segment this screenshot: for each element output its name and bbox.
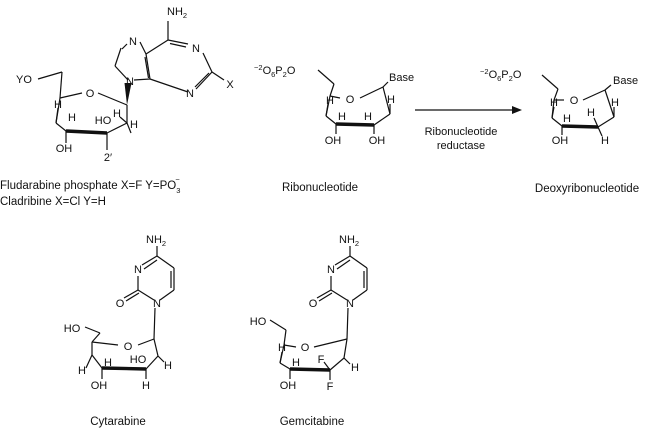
deoxyribonucleotide-caption: Deoxyribonucleotide xyxy=(535,183,639,195)
ribonucleotide-h-label: H xyxy=(364,111,372,123)
fludarabine-h-label: H xyxy=(130,119,138,131)
cytarabine-oh-label: OH xyxy=(91,380,108,392)
ribonucleotide-base-label: Base xyxy=(389,72,414,84)
cytarabine-caption: Cytarabine xyxy=(90,416,146,428)
deoxyribonucleotide-ring-oxygen: O xyxy=(570,95,579,107)
fludarabine-two-prime-label: 2′ xyxy=(104,152,112,164)
cytarabine-ring-oxygen: O xyxy=(124,341,133,353)
gemcitabine-caption: Gemcitabine xyxy=(280,416,345,428)
deoxyribonucleotide-h-label: H xyxy=(550,97,558,109)
ribonucleotide-h-label: H xyxy=(338,111,346,123)
cytarabine-amino-label: NH2 xyxy=(146,234,166,248)
fludarabine-h-label: H xyxy=(113,108,121,120)
ribonucleotide-caption: Ribonucleotide xyxy=(282,182,358,194)
gemcitabine-ho-label: HO xyxy=(250,316,267,328)
fludarabine-ring-oxygen: O xyxy=(86,88,95,100)
cytarabine-h-label: H xyxy=(78,365,86,377)
ribonucleotide-h-label: H xyxy=(326,95,334,107)
cytarabine-ho-label: HO xyxy=(130,354,147,366)
fludarabine-structure: YO O H H H H HO OH 2′ N N N N X NH2 xyxy=(16,6,234,164)
fludarabine-oh-label: OH xyxy=(56,143,73,155)
ribonucleotide-h-label: H xyxy=(387,94,395,106)
fludarabine-n9-label: N xyxy=(126,76,134,88)
deoxyribonucleotide-h-label: H xyxy=(601,135,609,147)
fludarabine-h-label: H xyxy=(68,112,76,124)
deoxyribonucleotide-phosphate-label: −2O6P2O xyxy=(480,67,522,83)
cladribine-caption: Cladribine X=Cl Y=H xyxy=(0,196,106,208)
ribonucleotide-oh-label: OH xyxy=(369,135,386,147)
deoxyribonucleotide-structure: −2O6P2O O Base H H H H H OH xyxy=(480,67,638,147)
gemcitabine-h-label: H xyxy=(292,357,300,369)
gemcitabine-ring-oxygen: O xyxy=(301,342,310,354)
fludarabine-x-label: X xyxy=(226,79,234,91)
cytarabine-carbonyl-oxygen: O xyxy=(116,298,125,310)
fludarabine-h-label: H xyxy=(54,99,62,111)
fludarabine-yo-label: YO xyxy=(16,74,32,86)
gemcitabine-n1-label: N xyxy=(346,298,354,310)
gemcitabine-amino-label: NH2 xyxy=(339,234,359,248)
gemcitabine-f-label: F xyxy=(327,381,334,393)
ribonucleotide-ring-oxygen: O xyxy=(346,94,355,106)
cytarabine-h-label: H xyxy=(104,357,112,369)
reaction-label-line1: Ribonucleotide xyxy=(425,126,498,138)
deoxyribonucleotide-h-label: H xyxy=(563,113,571,125)
reaction-arrow: Ribonucleotide reductase xyxy=(415,106,522,152)
fludarabine-n1-label: N xyxy=(192,43,200,55)
ribonucleotide-phosphate-label: −2O6P2O xyxy=(254,63,296,79)
fludarabine-ho-label: HO xyxy=(95,115,112,127)
gemcitabine-carbonyl-oxygen: O xyxy=(309,298,318,310)
ribonucleotide-oh-label: OH xyxy=(325,135,342,147)
gemcitabine-h-label: H xyxy=(351,362,359,374)
ribonucleotide-structure: −2O6P2O O Base H H H H OH OH xyxy=(254,63,414,147)
fludarabine-n3-label: N xyxy=(186,88,194,100)
cytarabine-n1-label: N xyxy=(153,298,161,310)
gemcitabine-f-label: F xyxy=(318,354,325,366)
fludarabine-n7-label: N xyxy=(129,36,137,48)
deoxyribonucleotide-oh-label: OH xyxy=(552,135,569,147)
gemcitabine-n3-label: N xyxy=(327,264,335,276)
deoxyribonucleotide-h-label: H xyxy=(587,107,595,119)
gemcitabine-structure: NH2 N N O HO O H H H F F OH xyxy=(250,234,368,393)
gemcitabine-oh-label: OH xyxy=(280,380,297,392)
cytarabine-h-label: H xyxy=(164,360,172,372)
reaction-label-line2: reductase xyxy=(437,140,485,152)
gemcitabine-h-label: H xyxy=(278,342,286,354)
deoxyribonucleotide-h-label: H xyxy=(611,97,619,109)
fludarabine-amino-label: NH2 xyxy=(167,6,187,20)
cytarabine-ho-label: HO xyxy=(64,323,81,335)
fludarabine-caption: Fludarabine phosphate X=F Y=PO3− xyxy=(0,175,180,195)
cytarabine-n3-label: N xyxy=(134,264,142,276)
deoxyribonucleotide-base-label: Base xyxy=(613,75,638,87)
cytarabine-h-label: H xyxy=(142,380,150,392)
cytarabine-structure: NH2 N N O HO O HO H H H H OH xyxy=(64,234,175,392)
